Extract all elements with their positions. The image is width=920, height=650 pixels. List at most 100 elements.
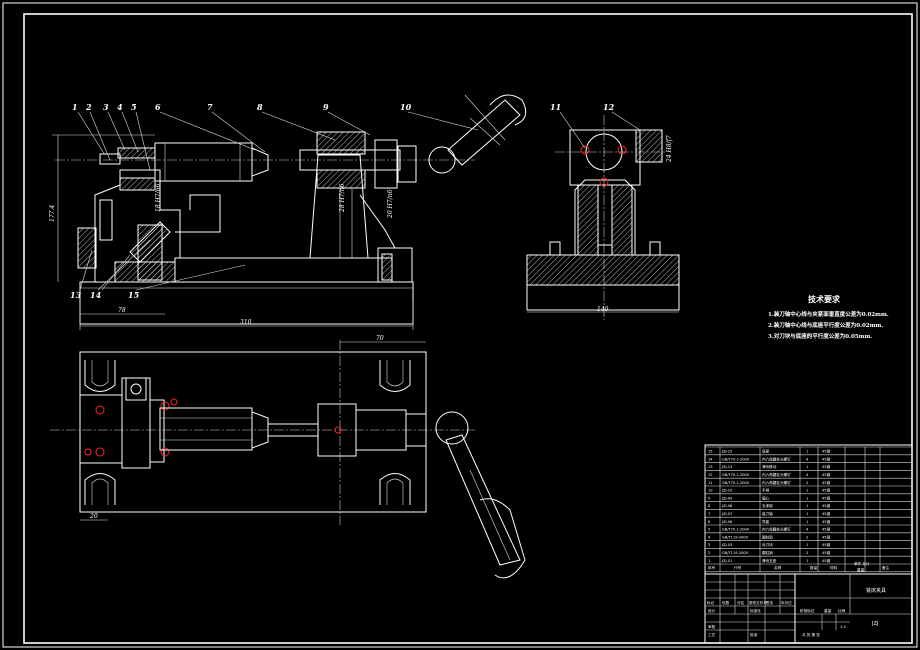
front-view: [52, 94, 527, 330]
bom-row-name: 底座: [762, 449, 770, 454]
bom-row-no: 15: [708, 450, 713, 454]
bom-row-name: 圆柱销: [762, 550, 773, 555]
bom-row-code: JZJ-01: [721, 559, 732, 563]
part-label-8: 8: [257, 102, 263, 112]
bom-row-mat: 45钢: [822, 464, 831, 469]
dim-top-width: 70: [376, 335, 384, 342]
bom-row-qty: 2: [806, 481, 808, 485]
tb-header-code: 代号: [734, 565, 742, 570]
tb-scale-value: 1:2: [840, 625, 846, 629]
part-label-12: 12: [603, 102, 615, 112]
bom-row-no: 11: [708, 481, 713, 485]
bom-row-code: GB/T70.1-2000: [722, 457, 750, 461]
bom-row-qty: 4: [806, 528, 809, 532]
inner-border: [23, 13, 913, 644]
bom-row-mat: 45钢: [822, 542, 831, 547]
bom-row-qty: 1: [806, 512, 808, 516]
slide-support: [94, 169, 181, 282]
bom-row-qty: 1: [806, 559, 808, 563]
bom-row-qty: 2: [806, 551, 808, 555]
part-label-10: 10: [400, 102, 412, 112]
bom-row-qty: 1: [806, 543, 808, 547]
bom-row-code: JZJ-10: [721, 489, 733, 493]
part-label-13: 13: [70, 290, 82, 300]
bom-row-name: 滑块移动: [762, 464, 777, 469]
bom-row-code: JZJ-09: [721, 496, 733, 500]
bom-row-mat: 45钢: [822, 558, 831, 563]
tb-header-no: 序号: [708, 565, 716, 570]
bom-row-mat: 45钢: [822, 527, 831, 532]
tb-drawing-code: JZJ: [871, 621, 878, 627]
note-line-2: 2.装刀轴中心线与底座平行度公差为0.02mm.: [768, 321, 883, 329]
bom-row-no: 8: [708, 504, 711, 508]
technical-notes: 技术要求 1.装刀轴中心线与夹紧面垂直度公差为0.02mm. 2.装刀轴中心线与…: [768, 294, 889, 340]
bom-row-mat: 45钢: [822, 480, 831, 485]
dim-top-left: 20: [89, 513, 98, 520]
tb-header-weight: 重量: [857, 567, 865, 572]
bom-row-mat: 45钢: [822, 534, 831, 539]
side-bracket: [574, 179, 636, 255]
bom-row-qty: 4: [806, 457, 809, 461]
bom-row-mat: 45钢: [822, 495, 831, 500]
bom-row-code: JZJ-03: [721, 543, 732, 547]
bom-row-no: 9: [708, 496, 711, 500]
bom-row-name: 内六角圆柱头螺钉: [762, 527, 791, 532]
top-handle: [445, 434, 521, 566]
dim-height: 177.4: [49, 205, 56, 222]
top-base: [79, 351, 427, 513]
tb-label-approve: 批准: [750, 632, 758, 637]
tb-label-change: 更改文件号: [749, 600, 767, 605]
leader-lines: [77, 111, 479, 291]
top-guide-sleeve: [159, 407, 253, 451]
tb-header-remark: 备注: [882, 565, 890, 570]
dim-310: 310: [240, 319, 252, 326]
bom-row-mat: 45钢: [822, 503, 831, 508]
part-label-15: 15: [128, 290, 140, 300]
bom-row-code: GB/T119-2000: [722, 535, 749, 539]
bom-row-mat: 45钢: [822, 511, 831, 516]
bom-row-name: 支承架: [762, 503, 773, 508]
dim-side-small: 24 H8/f7: [666, 135, 673, 163]
tb-drawing-name: 铣床夹具: [866, 587, 886, 594]
tb-label-stage: 阶段标记: [800, 608, 815, 613]
dim-fit-c: 20 H7/n6: [387, 190, 394, 219]
bom-row-qty: 1: [806, 520, 808, 524]
bom-row-code: GB/T70.1-2000: [722, 481, 750, 485]
bom-row-mat: 45钢: [822, 519, 831, 524]
bom-row-mat: 45钢: [822, 488, 831, 493]
tb-label-review: 审核: [708, 624, 716, 629]
title-block: [704, 444, 913, 644]
bom-row-no: 10: [708, 489, 713, 493]
dim-side-width: 140: [597, 306, 609, 313]
bom-row-name: 偏心: [762, 495, 770, 500]
dim-fit-b: 28 H7/n6: [339, 184, 346, 213]
handle-arm: [447, 99, 521, 166]
bom-row-name: 导套: [762, 519, 770, 524]
part-label-3: 3: [103, 102, 109, 112]
bom-row-code: JZJ-08: [721, 504, 733, 508]
tb-header-name: 名称: [774, 565, 782, 570]
guide-sleeve: [154, 142, 253, 182]
bom-row-name: 手柄: [762, 488, 770, 493]
tb-label-sign: 签名: [766, 600, 774, 605]
bom-row-name: 装刀轴: [762, 511, 773, 516]
side-base: [526, 254, 680, 286]
bom-row-no: 1: [708, 559, 710, 563]
cutter-block: [635, 129, 663, 163]
bom-row-code: JZJ-07: [721, 512, 732, 516]
bom-row-qty: 1: [806, 496, 808, 500]
bom-row-no: 3: [708, 543, 710, 547]
bom-row-name: 内六角圆柱头螺钉: [762, 480, 791, 485]
bom-row-no: 5: [708, 528, 710, 532]
part-label-5: 5: [131, 102, 137, 112]
tb-label-zone: 分区: [737, 600, 745, 605]
bom-row-no: 13: [708, 465, 713, 469]
dim-78: 78: [118, 307, 126, 314]
part-label-7: 7: [207, 102, 213, 112]
part-label-4: 4: [117, 102, 123, 112]
tb-label-count: 处数: [722, 600, 730, 605]
tb-label-weight: 重量: [824, 608, 832, 613]
